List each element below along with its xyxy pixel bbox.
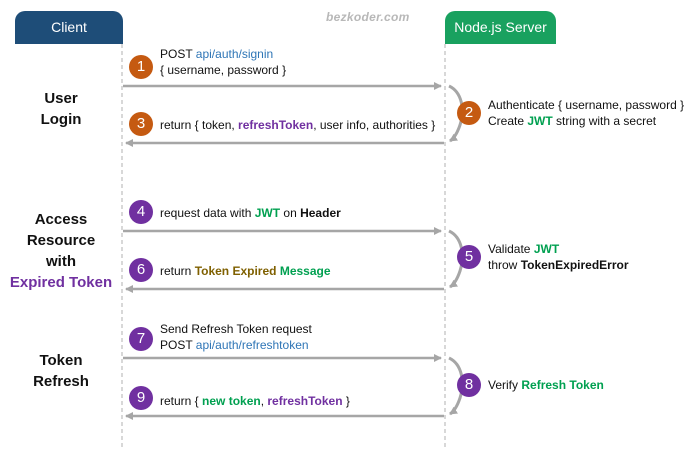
step-3-post: , user info, authorities }: [313, 118, 436, 132]
step-4-header: Header: [300, 206, 341, 220]
step-3-badge: 3: [129, 112, 153, 136]
section-refresh-line1: Token: [39, 352, 83, 369]
step-5-jwt: JWT: [533, 242, 560, 256]
step-8-refresh-token: Refresh Token: [521, 378, 604, 392]
client-header: Client: [15, 11, 123, 44]
step-2-rest: string with a secret: [552, 114, 657, 128]
step-1-method: POST: [160, 47, 196, 61]
step-2-create: Create: [488, 114, 528, 128]
step-4-pre: request data with: [160, 206, 255, 220]
step-5-message: Validate JWT throw TokenExpiredError: [488, 241, 629, 273]
step-6-message: return Token Expired Message: [160, 263, 331, 279]
section-access-resource: Access Resource with Expired Token: [0, 209, 122, 293]
step-1-badge: 1: [129, 55, 153, 79]
step-3-refresh-token: refreshToken: [238, 118, 314, 132]
section-refresh-line2: Refresh: [33, 373, 89, 390]
step-1-body: { username, password }: [160, 63, 287, 77]
step-6-message-word: Message: [279, 264, 331, 278]
step-4-jwt: JWT: [254, 206, 281, 220]
step-7-message: Send Refresh Token request POST api/auth…: [160, 321, 312, 353]
step-4-message: request data with JWT on Header: [160, 205, 341, 221]
step-1-message: POST api/auth/signin { username, passwor…: [160, 46, 286, 78]
step-9-message: return { new token, refreshToken }: [160, 393, 350, 409]
section-login-line2: Login: [40, 111, 82, 128]
step-7-badge: 7: [129, 327, 153, 351]
step-9-post: }: [342, 394, 350, 408]
section-access-line4: Expired Token: [9, 274, 113, 291]
section-access-line2: Resource: [26, 232, 96, 249]
step-6-badge: 6: [129, 258, 153, 282]
step-2-jwt: JWT: [527, 114, 553, 128]
section-login-line1: User: [44, 90, 78, 107]
step-7-line1: Send Refresh Token request: [160, 322, 312, 336]
section-access-line1: Access: [34, 211, 88, 228]
step-1-endpoint: api/auth/signin: [195, 47, 274, 61]
arrow-5-curve: [448, 229, 464, 289]
step-8-message: Verify Refresh Token: [488, 377, 604, 393]
step-4-badge: 4: [129, 200, 153, 224]
step-8-pre: Verify: [488, 378, 522, 392]
arrow-2-curve: [448, 84, 464, 143]
step-7-method: POST: [160, 338, 196, 352]
watermark: bezkoder.com: [326, 10, 410, 24]
step-9-comma: ,: [260, 394, 268, 408]
step-9-refresh-token: refreshToken: [267, 394, 343, 408]
step-7-endpoint: api/auth/refreshtoken: [195, 338, 309, 352]
step-6-token-expired: Token Expired: [194, 264, 277, 278]
step-2-message: Authenticate { username, password } Crea…: [488, 97, 684, 129]
step-2-badge: 2: [457, 101, 481, 125]
step-3-message: return { token, refreshToken, user info,…: [160, 117, 435, 133]
step-2-line1: Authenticate { username, password }: [488, 98, 685, 112]
step-9-badge: 9: [129, 386, 153, 410]
server-header: Node.js Server: [445, 11, 556, 44]
section-user-login: User Login: [0, 88, 122, 130]
step-4-mid: on: [280, 206, 301, 220]
arrow-8-curve: [448, 356, 464, 416]
step-3-pre: return { token,: [160, 118, 239, 132]
step-5-badge: 5: [457, 245, 481, 269]
step-8-badge: 8: [457, 373, 481, 397]
step-6-pre: return: [160, 264, 195, 278]
step-5-error: TokenExpiredError: [520, 258, 629, 272]
step-9-new-token: new token: [202, 394, 261, 408]
step-9-pre: return {: [160, 394, 203, 408]
section-access-line3: with: [46, 253, 76, 270]
step-5-validate: Validate: [488, 242, 534, 256]
step-5-throw: throw: [488, 258, 521, 272]
section-token-refresh: Token Refresh: [0, 350, 122, 392]
